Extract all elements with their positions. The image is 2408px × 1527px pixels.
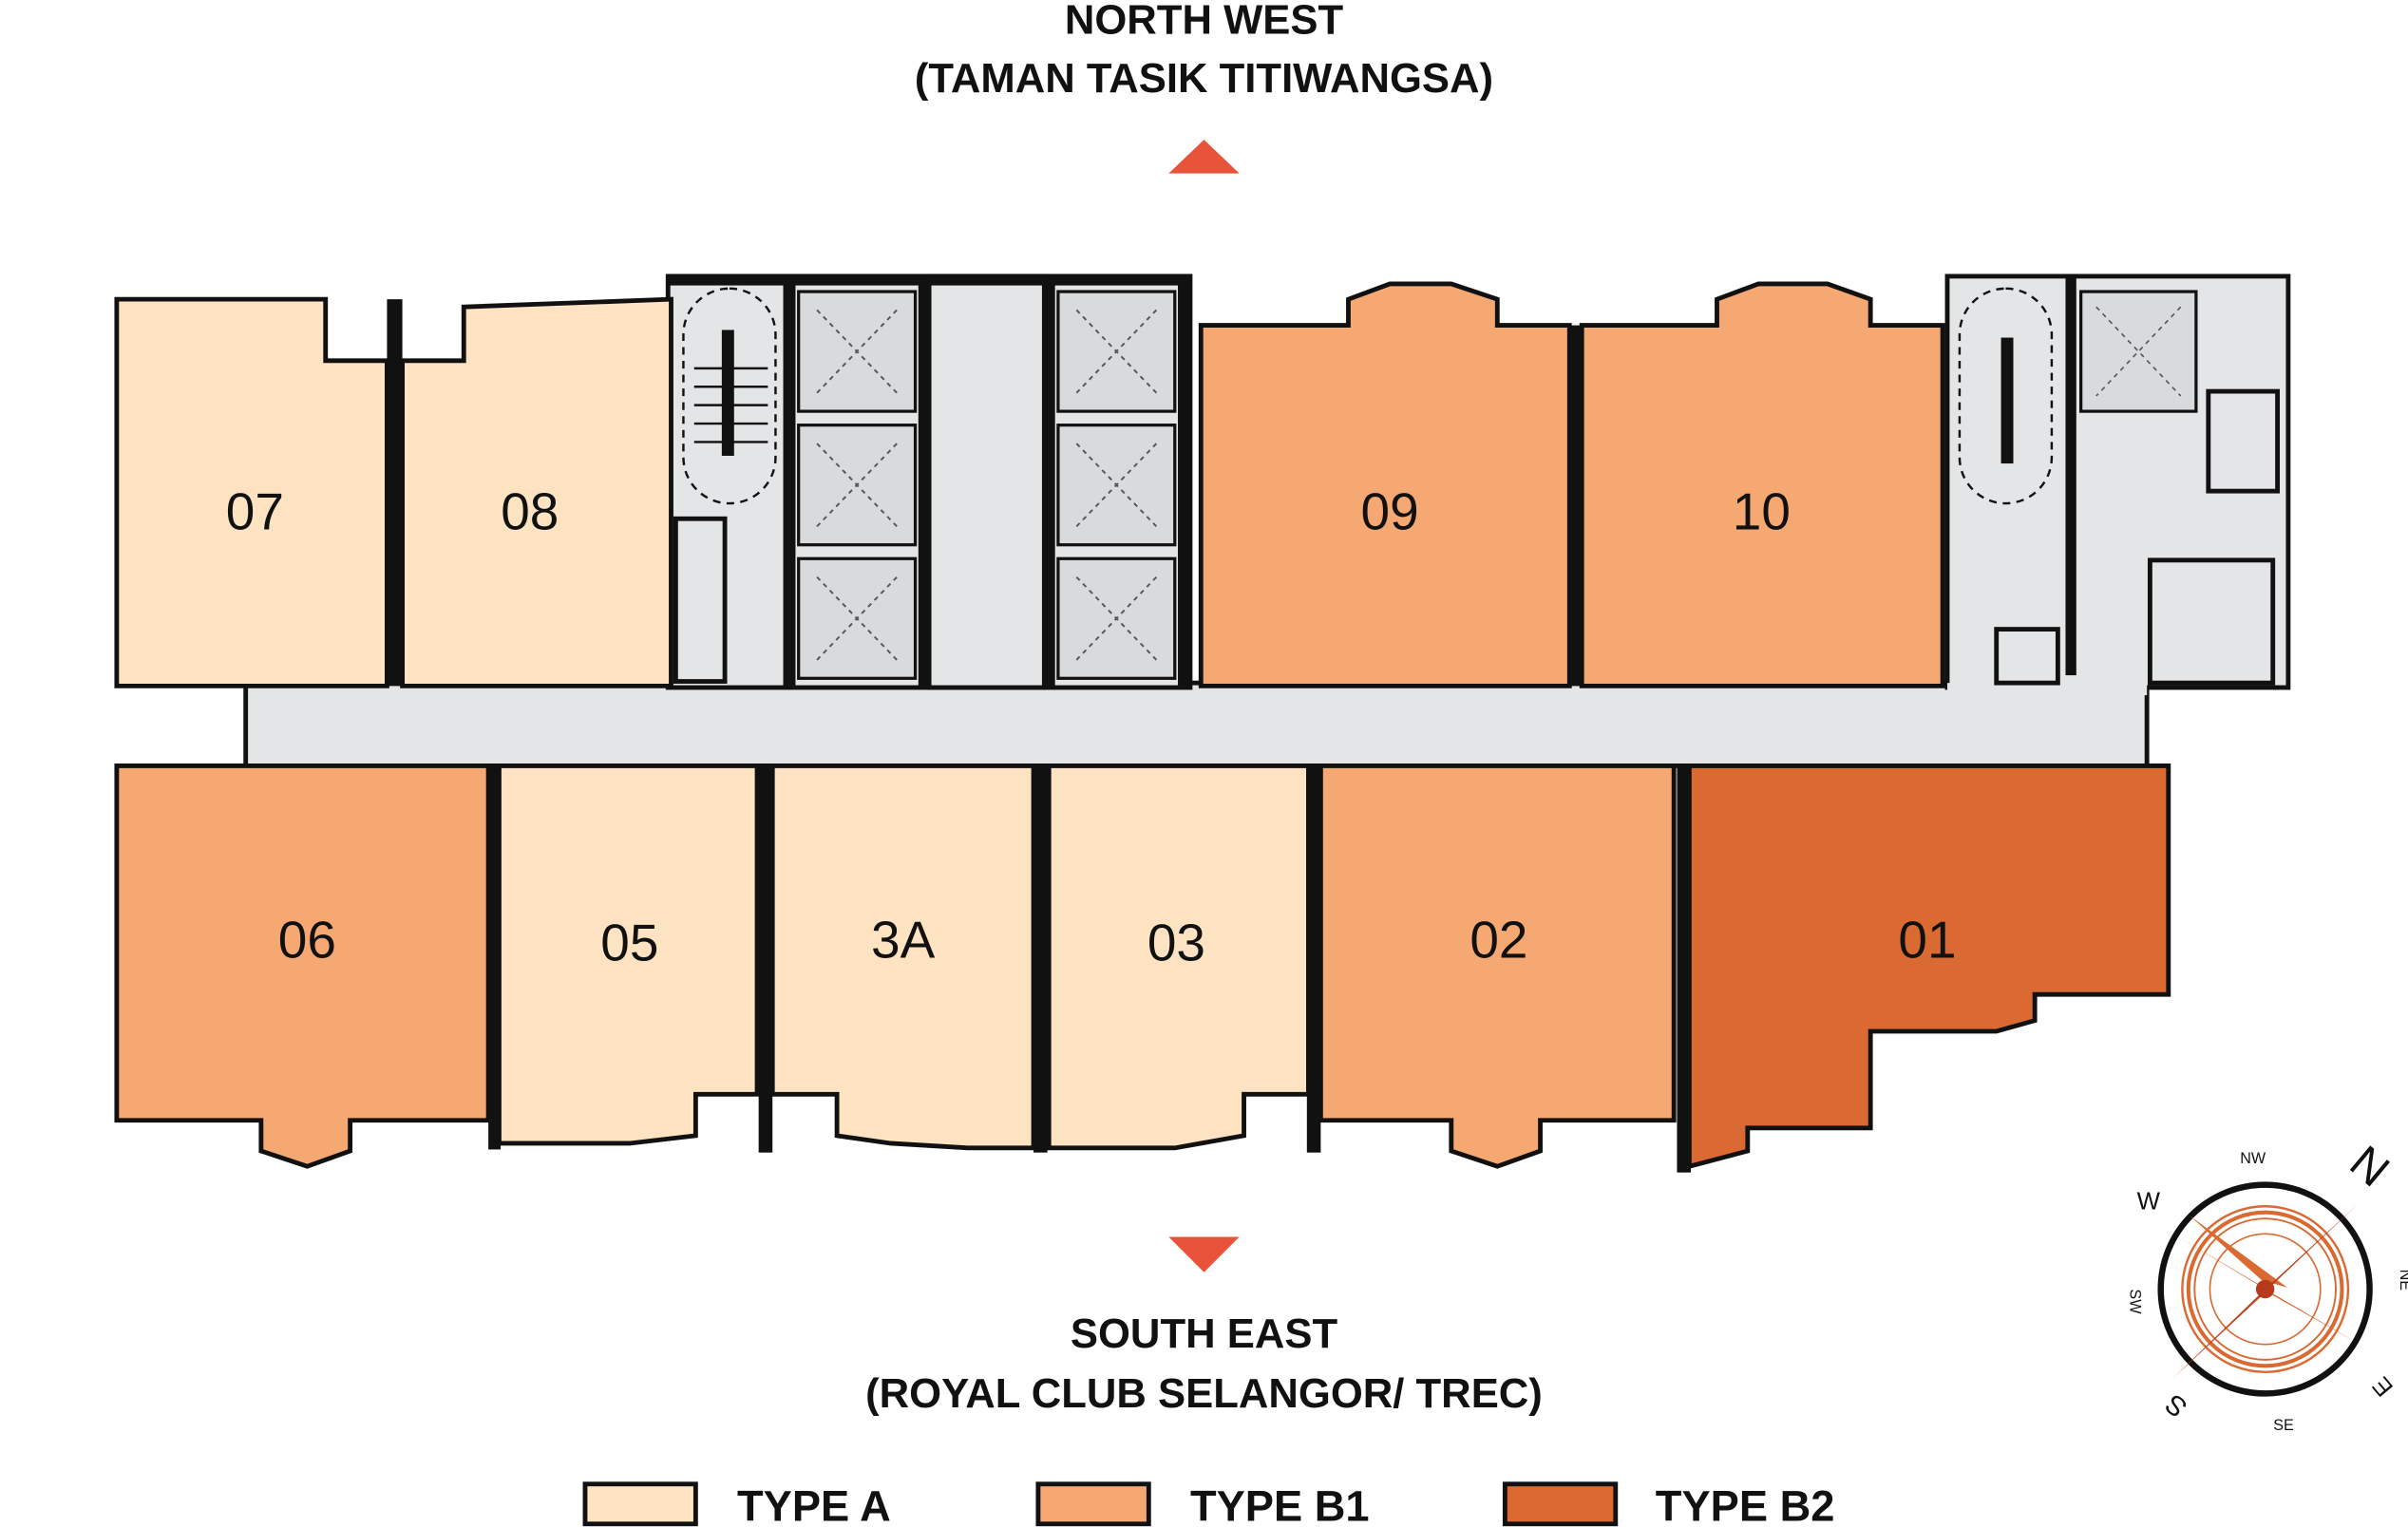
right-core bbox=[1944, 273, 2291, 696]
compass-n: N bbox=[2341, 1136, 2399, 1197]
unit-label: 10 bbox=[1733, 482, 1791, 541]
lift-icon bbox=[2079, 290, 2198, 413]
unit-label: 05 bbox=[600, 914, 658, 972]
compass-nw: NW bbox=[2240, 1150, 2266, 1167]
legend-swatch-type-a bbox=[582, 1481, 698, 1527]
unit-03[interactable]: 03 bbox=[1046, 764, 1311, 1151]
unit-07[interactable]: 07 bbox=[114, 296, 389, 688]
compass-icon: N NW W SW S SE E NE bbox=[2126, 1136, 2408, 1434]
compass-s: S bbox=[2160, 1387, 2193, 1423]
legend-swatch-type-b2 bbox=[1502, 1481, 1619, 1527]
compass-w: W bbox=[2137, 1188, 2161, 1215]
unit-05[interactable]: 05 bbox=[497, 764, 760, 1146]
lift-icon bbox=[797, 290, 1177, 680]
south-arrow-icon bbox=[1168, 1236, 1240, 1272]
north-arrow-icon bbox=[1168, 140, 1240, 174]
unit-label: 02 bbox=[1469, 910, 1527, 969]
south-east-title: SOUTH EAST bbox=[1071, 1310, 1338, 1357]
legend-swatch-type-b1 bbox=[1035, 1481, 1151, 1527]
staircase-icon bbox=[1958, 287, 2054, 505]
unit-3a[interactable]: 3A bbox=[769, 764, 1036, 1151]
unit-label: 03 bbox=[1147, 914, 1205, 972]
legend-label: TYPE B2 bbox=[1656, 1482, 1835, 1527]
compass-e: E bbox=[2368, 1371, 2399, 1401]
unit-label: 07 bbox=[226, 482, 284, 541]
unit-label: 09 bbox=[1361, 482, 1419, 541]
legend-label: TYPE A bbox=[737, 1482, 891, 1527]
unit-01[interactable]: 01 bbox=[1686, 764, 2171, 1170]
unit-09[interactable]: 09 bbox=[1198, 281, 1572, 688]
unit-08[interactable]: 08 bbox=[400, 296, 673, 688]
legend: TYPE A TYPE B1 TYPE B2 bbox=[582, 1481, 1835, 1527]
left-core bbox=[665, 273, 1193, 690]
unit-10[interactable]: 10 bbox=[1579, 281, 1945, 688]
legend-label: TYPE B1 bbox=[1190, 1482, 1370, 1527]
corridor bbox=[243, 680, 2150, 768]
unit-label: 01 bbox=[1898, 910, 1956, 969]
unit-label: 06 bbox=[278, 910, 336, 969]
unit-02[interactable]: 02 bbox=[1318, 764, 1677, 1169]
south-east-subtitle: (ROYAL CLUB SELANGOR/ TREC) bbox=[865, 1370, 1543, 1417]
staircase-icon bbox=[682, 287, 777, 505]
compass-se: SE bbox=[2273, 1417, 2294, 1434]
unit-label: 3A bbox=[871, 910, 936, 969]
north-west-title: NORTH WEST bbox=[1065, 0, 1344, 44]
compass-ne: NE bbox=[2397, 1270, 2408, 1291]
compass-sw: SW bbox=[2126, 1289, 2143, 1314]
north-west-subtitle: (TAMAN TASIK TITIWANGSA) bbox=[915, 55, 1493, 102]
unit-label: 08 bbox=[501, 482, 559, 541]
unit-06[interactable]: 06 bbox=[114, 764, 491, 1169]
